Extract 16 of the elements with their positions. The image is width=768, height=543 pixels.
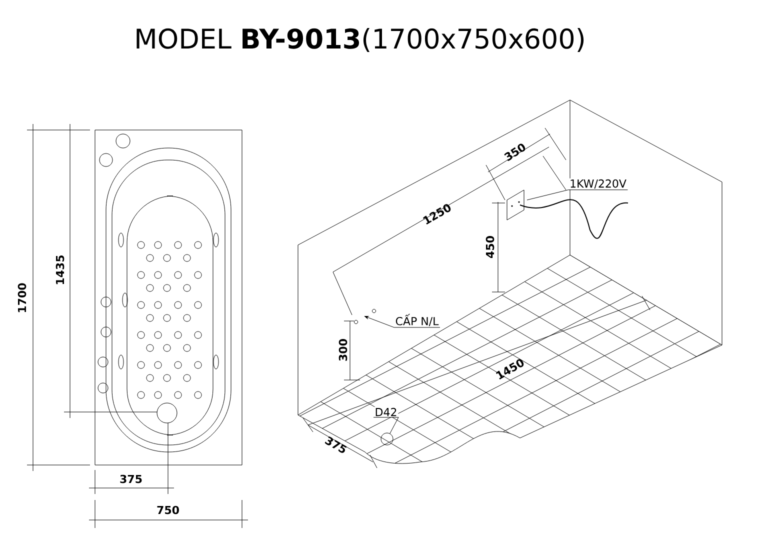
dimension-label: 750 — [157, 506, 179, 514]
dimension-label: 350 — [504, 144, 526, 161]
dimension-label: 375 — [120, 474, 142, 484]
dimension-label: 1435 — [56, 255, 64, 284]
title: MODEL BY-9013(1700x750x600) — [136, 28, 584, 52]
leader-line — [373, 417, 399, 434]
callout-text: D42 — [374, 406, 398, 418]
drain-hole — [380, 432, 394, 446]
dimension-label: 1700 — [18, 283, 26, 312]
callout-text: CẤP N/L — [394, 312, 440, 328]
dimension-label: 375 — [324, 436, 347, 453]
leader-line — [526, 190, 628, 200]
dimension-label: 300 — [338, 339, 348, 361]
leader-line — [364, 316, 440, 328]
callout-text: 1KW/220V — [568, 178, 628, 190]
dimension-label: 450 — [486, 236, 494, 258]
